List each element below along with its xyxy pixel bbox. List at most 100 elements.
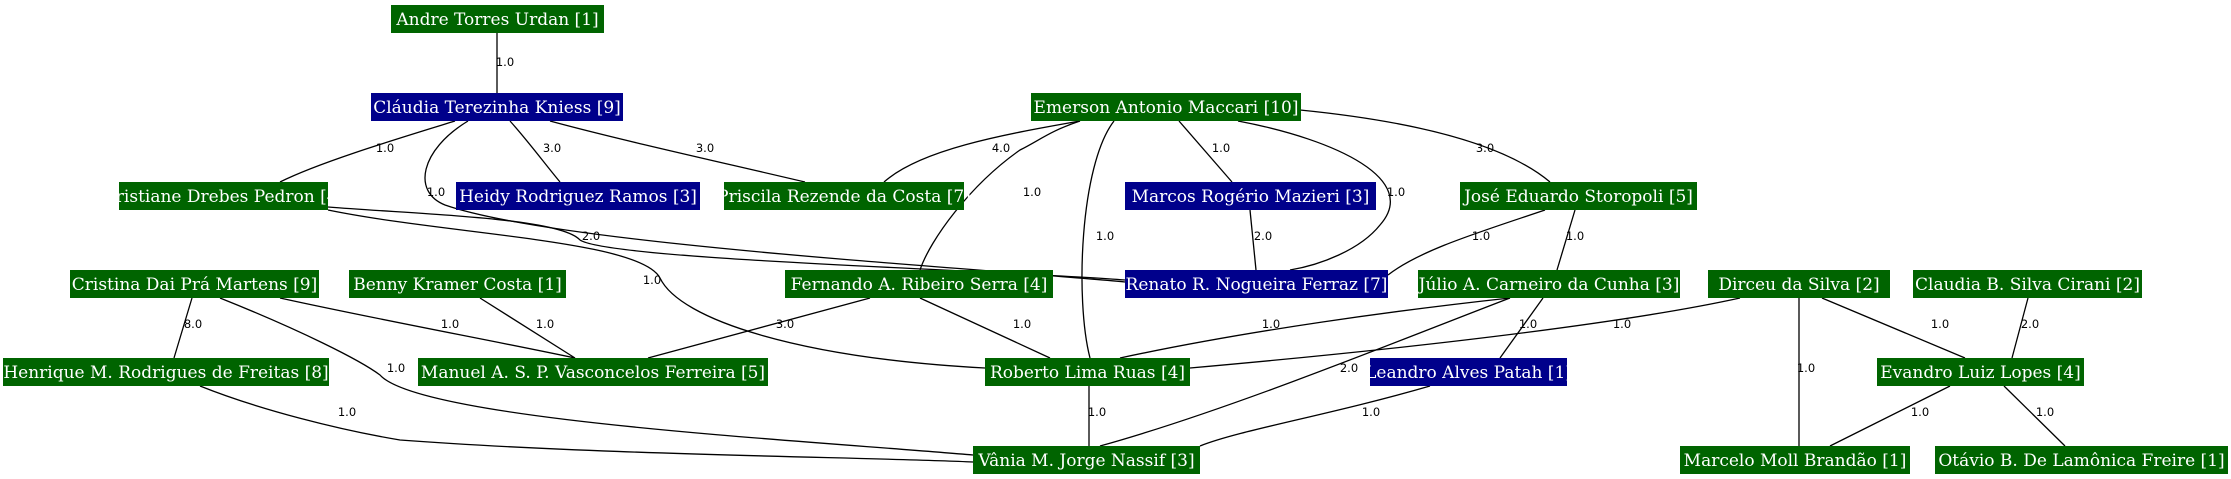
node-box xyxy=(1877,358,2084,386)
node-evandro: Evandro Luiz Lopes [4] xyxy=(1877,358,2084,386)
edge-weight-label: 1.0 xyxy=(376,141,394,155)
node-cristiane: Cristiane Drebes Pedron [4] xyxy=(103,182,344,210)
edge-weight-label: 1.0 xyxy=(496,55,514,69)
node-vania: Vânia M. Jorge Nassif [3] xyxy=(973,446,1200,474)
node-label: Renato R. Nogueira Ferraz [7] xyxy=(1126,275,1388,295)
edge-emerson-roberto xyxy=(1081,120,1115,359)
node-box xyxy=(1935,446,2228,474)
node-box xyxy=(1680,446,1910,474)
node-label: Benny Kramer Costa [1] xyxy=(353,275,562,295)
edge-claudia_b-evandro xyxy=(2011,297,2029,359)
edge-weight-label: 1.0 xyxy=(1931,317,1949,331)
edge-weight-label: 1.0 xyxy=(1519,317,1537,331)
node-box xyxy=(1460,182,1697,210)
edge-weight-label: 1.0 xyxy=(643,273,661,287)
node-box xyxy=(3,358,329,386)
edge-weight-label: 1.0 xyxy=(1262,317,1280,331)
node-box xyxy=(973,446,1200,474)
edge-jose-renato xyxy=(1387,209,1546,276)
edge-weight-label: 1.0 xyxy=(338,405,356,419)
edge-weight-label: 1.0 xyxy=(1613,317,1631,331)
node-dirceu: Dirceu da Silva [2] xyxy=(1708,270,1890,298)
node-box xyxy=(371,93,623,121)
edge-weight-label: 2.0 xyxy=(2021,317,2039,331)
edge-weight-label: 8.0 xyxy=(184,317,202,331)
node-layer: Andre Torres Urdan [1] Cláudia Terezinha … xyxy=(3,5,2228,474)
node-box xyxy=(1125,182,1376,210)
edge-henrique-vania xyxy=(199,385,974,463)
edge-weight-label: 1.0 xyxy=(1362,405,1380,419)
edge-weight-label: 1.0 xyxy=(1212,141,1230,155)
edge-cristiane-roberto xyxy=(327,209,986,369)
edge-weight-label: 1.0 xyxy=(1023,185,1041,199)
node-leandro: Leandro Alves Patah [1] xyxy=(1365,358,1572,386)
node-box xyxy=(1418,270,1680,298)
edge-weight-label: 1.0 xyxy=(1013,317,1031,331)
node-label: Claudia B. Silva Cirani [2] xyxy=(1915,275,2140,295)
edge-dirceu-roberto xyxy=(1189,297,1741,369)
edge-weight-label: 1.0 xyxy=(441,317,459,331)
node-manuel: Manuel A. S. P. Vasconcelos Ferreira [5] xyxy=(418,358,768,386)
edge-evandro-otavio xyxy=(2003,385,2066,447)
edge-emerson-priscila xyxy=(883,120,1081,183)
node-otavio: Otávio B. De Lamônica Freire [1] xyxy=(1935,446,2228,474)
node-fernando: Fernando A. Ribeiro Serra [4] xyxy=(785,270,1053,298)
node-priscila: Priscila Rezende da Costa [7] xyxy=(717,182,971,210)
node-box xyxy=(1031,93,1301,121)
node-heidy: Heidy Rodriguez Ramos [3] xyxy=(456,182,700,210)
node-label: Evandro Luiz Lopes [4] xyxy=(1880,363,2080,383)
node-label: Marcelo Moll Brandão [1] xyxy=(1684,451,1907,471)
node-marcos: Marcos Rogério Mazieri [3] xyxy=(1125,182,1376,210)
node-box xyxy=(724,182,964,210)
node-label: Heidy Rodriguez Ramos [3] xyxy=(459,187,697,207)
node-box xyxy=(1913,270,2142,298)
node-box xyxy=(1708,270,1890,298)
edge-weight-label: 1.0 xyxy=(1088,405,1106,419)
edge-marcos-renato xyxy=(1249,209,1257,271)
edge-weight-label: 2.0 xyxy=(1254,229,1272,243)
node-emerson: Emerson Antonio Maccari [10] xyxy=(1031,93,1301,121)
node-label: Marcos Rogério Mazieri [3] xyxy=(1132,187,1370,207)
edge-fernando-manuel xyxy=(647,297,871,359)
edge-fernando-roberto xyxy=(919,297,1051,359)
node-label: Manuel A. S. P. Vasconcelos Ferreira [5] xyxy=(421,363,765,383)
node-label: Cristiane Drebes Pedron [4] xyxy=(103,187,344,207)
edge-weight-label: 3.0 xyxy=(776,317,794,331)
node-jose: José Eduardo Storopoli [5] xyxy=(1460,182,1697,210)
edge-weight-label: 1.0 xyxy=(2036,405,2054,419)
node-benny: Benny Kramer Costa [1] xyxy=(349,270,566,298)
edge-weight-label: 1.0 xyxy=(1096,229,1114,243)
edge-benny-manuel xyxy=(479,297,576,359)
node-claudia_k: Cláudia Terezinha Kniess [9] xyxy=(371,93,623,121)
node-box xyxy=(1125,270,1388,298)
node-andre: Andre Torres Urdan [1] xyxy=(391,5,604,33)
edge-emerson-marcos xyxy=(1178,120,1233,183)
edge-layer xyxy=(173,33,2066,463)
node-box xyxy=(418,358,768,386)
node-label: José Eduardo Storopoli [5] xyxy=(1462,187,1693,207)
edge-emerson-renato xyxy=(1237,120,1391,271)
node-label: Roberto Lima Ruas [4] xyxy=(990,363,1185,383)
edge-weight-label: 1.0 xyxy=(1566,229,1584,243)
node-label: Henrique M. Rodrigues de Freitas [8] xyxy=(3,363,328,383)
edge-weight-label: 1.0 xyxy=(1472,229,1490,243)
node-label: Otávio B. De Lamônica Freire [1] xyxy=(1938,451,2224,471)
node-renato: Renato R. Nogueira Ferraz [7] xyxy=(1125,270,1388,298)
node-marcelo: Marcelo Moll Brandão [1] xyxy=(1680,446,1910,474)
edge-emerson-jose xyxy=(1299,109,1551,183)
edge-weight-label: 2.0 xyxy=(582,229,600,243)
node-box xyxy=(391,5,604,33)
edge-weight-label: 3.0 xyxy=(1476,141,1494,155)
node-box xyxy=(456,182,700,210)
edge-weight-label: 1.0 xyxy=(1387,185,1405,199)
node-julio: Júlio A. Carneiro da Cunha [3] xyxy=(1417,270,1680,298)
edge-cristina-vania xyxy=(219,297,974,456)
edge-weight-label: 1.0 xyxy=(1797,361,1815,375)
node-box xyxy=(1370,358,1567,386)
node-label: Júlio A. Carneiro da Cunha [3] xyxy=(1417,275,1680,295)
edge-julio-vania xyxy=(1099,297,1511,447)
node-box xyxy=(119,182,328,210)
node-label: Leandro Alves Patah [1] xyxy=(1365,363,1572,383)
